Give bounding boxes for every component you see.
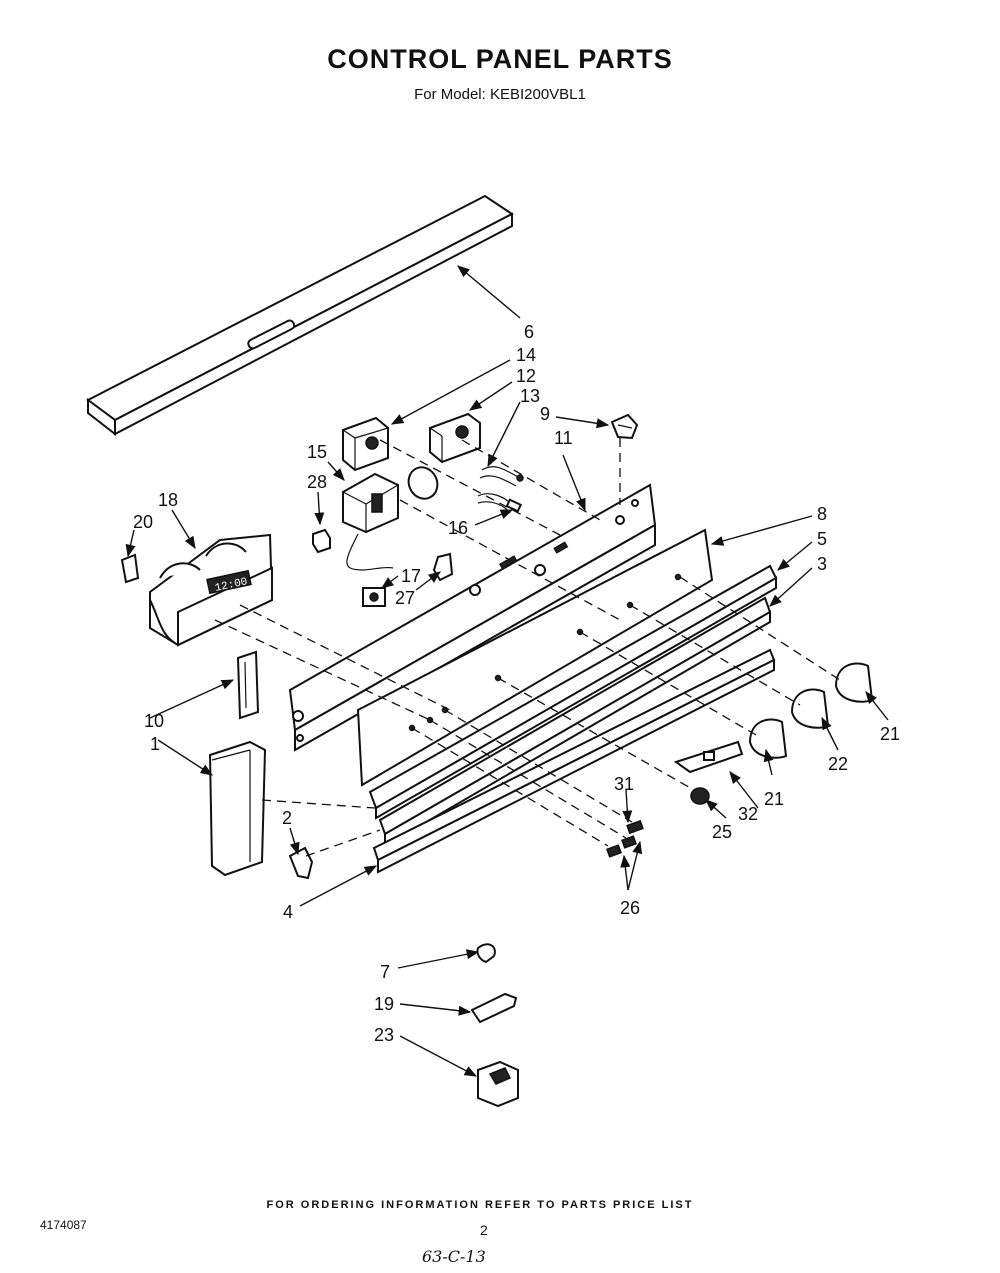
switch-part-12	[429, 412, 481, 464]
clip-part-7	[476, 943, 496, 964]
ordering-note: FOR ORDERING INFORMATION REFER TO PARTS …	[266, 1199, 694, 1211]
callout-26: 26	[620, 898, 640, 918]
callout-15: 15	[307, 442, 327, 462]
screw-part-26	[606, 835, 637, 858]
switch-part-14	[342, 416, 389, 472]
clock-module-part-18: 12:00	[149, 533, 274, 647]
clip-part-19	[470, 992, 518, 1024]
callout-20: 20	[133, 512, 153, 532]
document-number: 4174087	[40, 1218, 87, 1232]
control-panel-part-11	[288, 483, 657, 752]
end-piece-part-2	[288, 846, 314, 880]
callout-23: 23	[374, 1025, 394, 1045]
trim-strip-part-6	[86, 194, 514, 437]
callout-14: 14	[516, 345, 536, 365]
lamp-lead-wire	[346, 533, 394, 571]
callout-32: 32	[738, 804, 758, 824]
callout-12: 12	[516, 366, 536, 386]
relay-part-15	[342, 472, 399, 534]
knob-part-21-right	[834, 662, 874, 703]
callout-4: 4	[283, 902, 293, 922]
end-cap-part-1	[208, 740, 267, 877]
wire-harness-part-13	[407, 466, 524, 500]
knob-part-21-center	[748, 718, 788, 759]
callout-1: 1	[150, 734, 160, 754]
bracket-part-10	[236, 650, 260, 720]
callout-16: 16	[448, 518, 468, 538]
bracket-part-27	[432, 552, 454, 582]
callout-5: 5	[817, 529, 827, 549]
clip-part-28	[312, 528, 331, 554]
callout-22: 22	[828, 754, 848, 774]
callout-18: 18	[158, 490, 178, 510]
callout-17: 17	[401, 566, 421, 586]
trim-strip-part-4	[372, 648, 776, 874]
callout-8: 8	[817, 504, 827, 524]
panel-overlay-part-8	[356, 528, 714, 787]
bracket-part-23	[477, 1060, 519, 1108]
callout-labels: 6 14 12 13 9 11 15 28 16 18 20 17 27 8 5…	[133, 322, 900, 1045]
assembly-lines	[214, 438, 841, 857]
screw-part-31	[626, 819, 644, 835]
callout-10: 10	[144, 711, 164, 731]
callout-3: 3	[817, 554, 827, 574]
callout-11: 11	[554, 428, 573, 448]
page-number: 2	[480, 1222, 488, 1238]
push-button-part-25	[690, 787, 710, 805]
page-title: CONTROL PANEL PARTS	[327, 44, 673, 74]
handwritten-note: 63-C-13	[422, 1247, 486, 1266]
label-part-32	[673, 740, 744, 774]
leader-lines	[125, 265, 889, 1077]
callout-28: 28	[307, 472, 327, 492]
callout-9: 9	[540, 404, 550, 424]
bracket-part-20	[120, 553, 140, 584]
model-subtitle: For Model: KEBI200VBL1	[414, 86, 586, 103]
callout-6: 6	[524, 322, 534, 342]
callout-7: 7	[380, 962, 390, 982]
callout-2: 2	[282, 808, 292, 828]
knob-part-22	[790, 688, 830, 729]
callout-25: 25	[712, 822, 732, 842]
callout-19: 19	[374, 994, 394, 1014]
wire-harness-part-16	[477, 493, 523, 514]
callout-21-center: 21	[764, 789, 784, 809]
trim-strip-part-5	[368, 564, 778, 820]
callout-31: 31	[614, 774, 634, 794]
callout-13: 13	[520, 386, 540, 406]
insert-part-9	[610, 413, 639, 440]
callout-27: 27	[395, 588, 415, 608]
lamp-socket-part-17	[362, 587, 386, 607]
callout-21-right: 21	[880, 724, 900, 744]
